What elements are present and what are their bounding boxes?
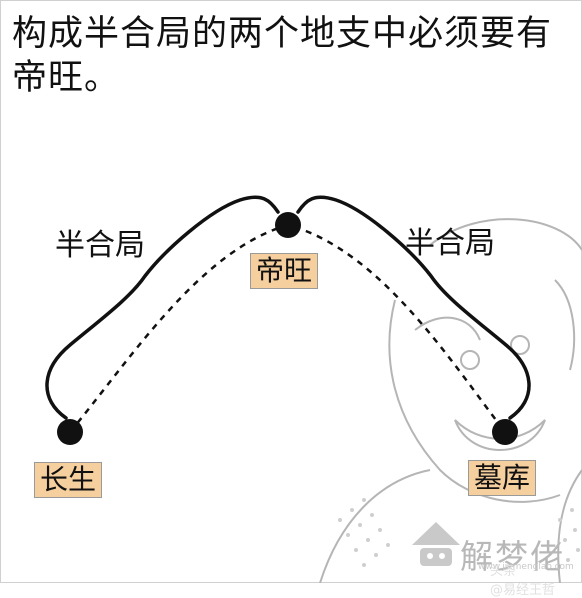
watermark-emblem-icon [412,522,460,566]
right-brace [296,195,531,420]
credit-prefix: 头条 [490,564,517,579]
node-right-tag: 墓库 [468,460,537,496]
headline-line-1: 构成半合局的两个地支中必须要有 [12,14,553,54]
credit-handle: @易经王哲 [490,583,556,598]
sketch-dots [338,498,580,567]
node-left-dot [57,419,83,445]
source-credit: 头条 @易经王哲 [490,560,582,598]
cartoon-sketch [319,218,582,583]
left-brace [45,195,280,420]
watermark-text: 解梦佬 [460,537,565,576]
watermark-url: www.jiemenglao.com [478,562,574,572]
right-group-label: 半合局 [405,226,495,261]
node-left-tag: 长生 [34,462,103,498]
node-top-tag: 帝旺 [250,253,319,289]
diagram-canvas [45,195,582,583]
node-right-dot [492,419,518,445]
headline-line-2: 帝旺。 [12,58,121,98]
left-group-label: 半合局 [55,228,145,263]
headline: 构成半合局的两个地支中必须要有 帝旺。 [12,12,572,100]
node-top-dot [275,212,301,238]
